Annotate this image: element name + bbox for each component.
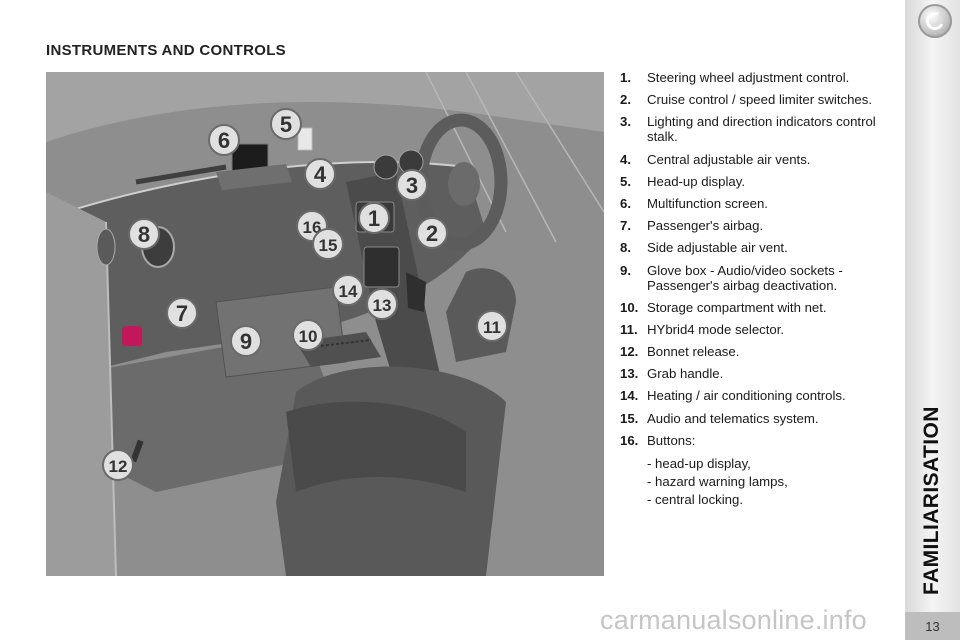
- legend-item: 4. Central adjustable air vents.: [620, 152, 900, 167]
- callout-15-label: 15: [319, 236, 338, 255]
- callout-7: 7: [166, 297, 198, 329]
- car-interior-illustration: 6 5 4 3 16 1 2 15: [46, 72, 604, 576]
- callout-4-label: 4: [314, 162, 327, 187]
- legend-text: Cruise control / speed limiter switches.: [647, 92, 872, 108]
- legend-text: Central adjustable air vents.: [647, 151, 811, 167]
- callout-14: 14: [332, 274, 364, 306]
- legend-number: 7.: [620, 218, 631, 234]
- legend-item: 16. Buttons:: [620, 433, 900, 448]
- callout-16-label: 16: [303, 218, 322, 237]
- legend-text: Passenger's airbag.: [647, 218, 764, 234]
- legend-number: 14.: [620, 388, 639, 404]
- legend-text: Storage compartment with net.: [647, 299, 827, 315]
- sublist-item: - head-up display,: [647, 455, 751, 471]
- legend-item: 10. Storage compartment with net.: [620, 300, 900, 315]
- legend-item: 2. Cruise control / speed limiter switche…: [620, 92, 900, 107]
- watermark: carmanualsonline.info: [600, 605, 867, 635]
- section-title: FAMILIARISATION: [920, 406, 943, 595]
- callout-13: 13: [366, 288, 398, 320]
- callout-5: 5: [270, 108, 302, 140]
- legend-item: 11. HYbrid4 mode selector.: [620, 322, 900, 337]
- sublist-item: - central locking.: [647, 491, 744, 507]
- legend-item: 5. Head-up display.: [620, 174, 900, 189]
- callout-8-label: 8: [138, 222, 150, 247]
- callout-2: 2: [416, 217, 448, 249]
- legend-item: 13. Grab handle.: [620, 366, 900, 381]
- callout-5-label: 5: [280, 112, 292, 137]
- legend-text: Grab handle.: [647, 366, 724, 382]
- legend-list: 1. Steering wheel adjustment control. 2. C…: [620, 70, 900, 510]
- legend-text: Audio and telematics system.: [647, 410, 819, 426]
- legend-number: 10.: [620, 299, 639, 315]
- callout-10-label: 10: [299, 327, 318, 346]
- callout-12: 12: [102, 449, 134, 481]
- legend-text: Side adjustable air vent.: [647, 240, 788, 256]
- legend-number: 12.: [620, 344, 639, 360]
- legend-item: 8. Side adjustable air vent.: [620, 240, 900, 255]
- callout-6-label: 6: [218, 128, 230, 153]
- legend-text: Lighting and direction indicators contro…: [647, 114, 876, 145]
- callout-13-label: 13: [373, 296, 392, 315]
- legend-number: 2.: [620, 92, 631, 108]
- legend-number: 4.: [620, 151, 631, 167]
- legend-number: 5.: [620, 173, 631, 189]
- callout-12-label: 12: [109, 457, 128, 476]
- callout-9: 9: [230, 325, 262, 357]
- legend-number: 6.: [620, 195, 631, 211]
- callout-4: 4: [304, 158, 336, 190]
- legend-text: Buttons:: [647, 432, 696, 448]
- callout-11-label: 11: [483, 318, 501, 337]
- callout-3-label: 3: [406, 173, 418, 198]
- legend-number: 15.: [620, 410, 639, 426]
- page-number: 13: [905, 612, 960, 640]
- sublist-item: - hazard warning lamps,: [647, 473, 788, 489]
- legend-number: 1.: [620, 70, 631, 85]
- callout-6: 6: [208, 124, 240, 156]
- legend-item: 7. Passenger's airbag.: [620, 218, 900, 233]
- legend-item: 3. Lighting and direction indicators cont…: [620, 114, 900, 144]
- section-sidebar: FAMILIARISATION: [905, 0, 960, 612]
- callout-11: 11: [476, 310, 508, 342]
- legend-item: 12. Bonnet release.: [620, 344, 900, 359]
- section-logo-icon: [918, 4, 952, 38]
- callout-1: 1: [358, 202, 390, 234]
- legend-text: Glove box - Audio/video sockets - Passen…: [647, 262, 843, 293]
- legend-item: 14. Heating / air conditioning controls.: [620, 388, 900, 403]
- legend-text: HYbrid4 mode selector.: [647, 321, 785, 337]
- legend-text: Head-up display.: [647, 173, 745, 189]
- callout-8: 8: [128, 218, 160, 250]
- callout-7-label: 7: [176, 301, 188, 326]
- legend-number: 13.: [620, 366, 639, 382]
- legend-number: 16.: [620, 432, 639, 448]
- callout-10: 10: [292, 319, 324, 351]
- legend-text: Bonnet release.: [647, 344, 740, 360]
- page-title: INSTRUMENTS AND CONTROLS: [46, 42, 286, 59]
- callout-9-label: 9: [240, 329, 252, 354]
- legend-number: 11.: [620, 321, 638, 337]
- callout-1-label: 1: [368, 206, 380, 231]
- callout-15: 15: [312, 228, 344, 260]
- legend-text: Heating / air conditioning controls.: [647, 388, 846, 404]
- legend-item: 15. Audio and telematics system.: [620, 411, 900, 426]
- legend-number: 9.: [620, 262, 631, 278]
- callout-14-label: 14: [339, 282, 358, 301]
- legend-text: Multifunction screen.: [647, 195, 768, 211]
- legend-text: Steering wheel adjustment control.: [647, 70, 850, 85]
- legend-number: 3.: [620, 114, 631, 130]
- legend-item: 9. Glove box - Audio/video sockets - Pass…: [620, 263, 900, 293]
- callout-2-label: 2: [426, 221, 438, 246]
- callout-16: 16: [296, 210, 328, 242]
- buttons-sublist: - head-up display, - hazard warning lamp…: [647, 456, 900, 507]
- legend-number: 8.: [620, 240, 631, 256]
- legend-item: 6. Multifunction screen.: [620, 196, 900, 211]
- legend-item: 1. Steering wheel adjustment control.: [620, 70, 900, 85]
- callout-3: 3: [396, 169, 428, 201]
